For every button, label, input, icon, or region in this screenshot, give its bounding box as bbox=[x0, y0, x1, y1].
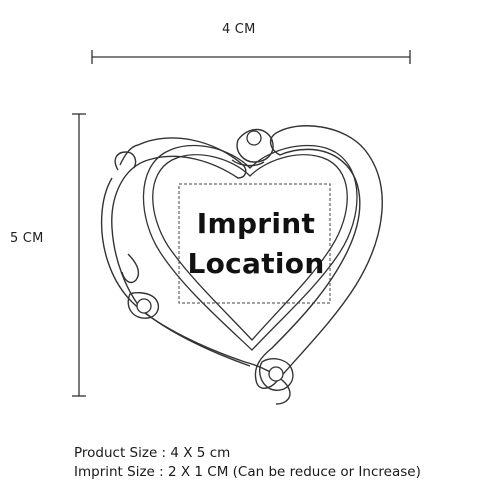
width-label: 4 CM bbox=[222, 22, 256, 37]
imprint-text-line-1: Imprint bbox=[196, 207, 316, 240]
height-label: 5 CM bbox=[10, 231, 44, 246]
imprint-text-line-2: Location bbox=[187, 247, 325, 280]
rivet-left bbox=[136, 298, 152, 314]
width-dimension-line bbox=[91, 50, 411, 64]
height-dimension-line bbox=[72, 113, 86, 397]
imprint-size-spec: Imprint Size : 2 X 1 CM (Can be reduce o… bbox=[74, 464, 421, 480]
rivet-bottom bbox=[268, 366, 284, 382]
product-size-spec: Product Size : 4 X 5 cm bbox=[74, 445, 231, 461]
rivets bbox=[136, 130, 284, 382]
inner-heart-frame bbox=[142, 144, 358, 351]
imprint-area-box bbox=[178, 183, 331, 304]
rivet-top bbox=[246, 130, 262, 146]
